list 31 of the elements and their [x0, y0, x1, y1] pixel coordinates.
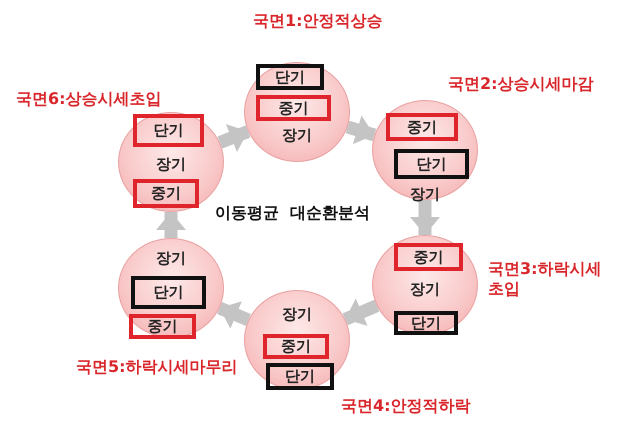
term-label: 중기	[386, 113, 458, 141]
term-label: 중기	[256, 95, 331, 121]
term-label: 단기	[266, 363, 334, 390]
block-arrow	[218, 124, 250, 152]
term-label: 단기	[256, 64, 324, 90]
long-term-label: 장기	[155, 155, 187, 173]
term-label: 단기	[131, 276, 206, 309]
term-label: 단기	[394, 311, 458, 335]
block-arrow	[342, 298, 380, 326]
phase-title: 국면3:하락시세 초입	[488, 259, 603, 299]
phase-title: 국면5:하락시세마무리	[76, 357, 238, 377]
center-label: 이동평균 대순환분석	[215, 203, 370, 224]
phase-title: 국면4:안정적하락	[341, 396, 471, 416]
term-label: 중기	[133, 179, 199, 208]
phase-title: 국면1:안정적상승	[253, 11, 383, 31]
long-term-label: 장기	[409, 185, 441, 203]
block-arrow	[217, 301, 251, 329]
term-label: 중기	[263, 334, 329, 359]
phase-title: 국면6:상승시세초입	[16, 89, 162, 109]
term-label: 단기	[394, 149, 469, 179]
phase-title: 국면2:상승시세마감	[448, 74, 594, 94]
long-term-label: 장기	[155, 249, 187, 267]
term-label: 중기	[394, 243, 463, 271]
long-term-label: 장기	[281, 126, 313, 144]
block-arrow	[410, 200, 440, 235]
long-term-label: 장기	[409, 280, 441, 298]
term-label: 단기	[133, 114, 204, 147]
block-arrow	[156, 212, 186, 238]
block-arrow	[346, 115, 376, 144]
long-term-label: 장기	[281, 305, 313, 323]
term-label: 중기	[129, 314, 196, 339]
